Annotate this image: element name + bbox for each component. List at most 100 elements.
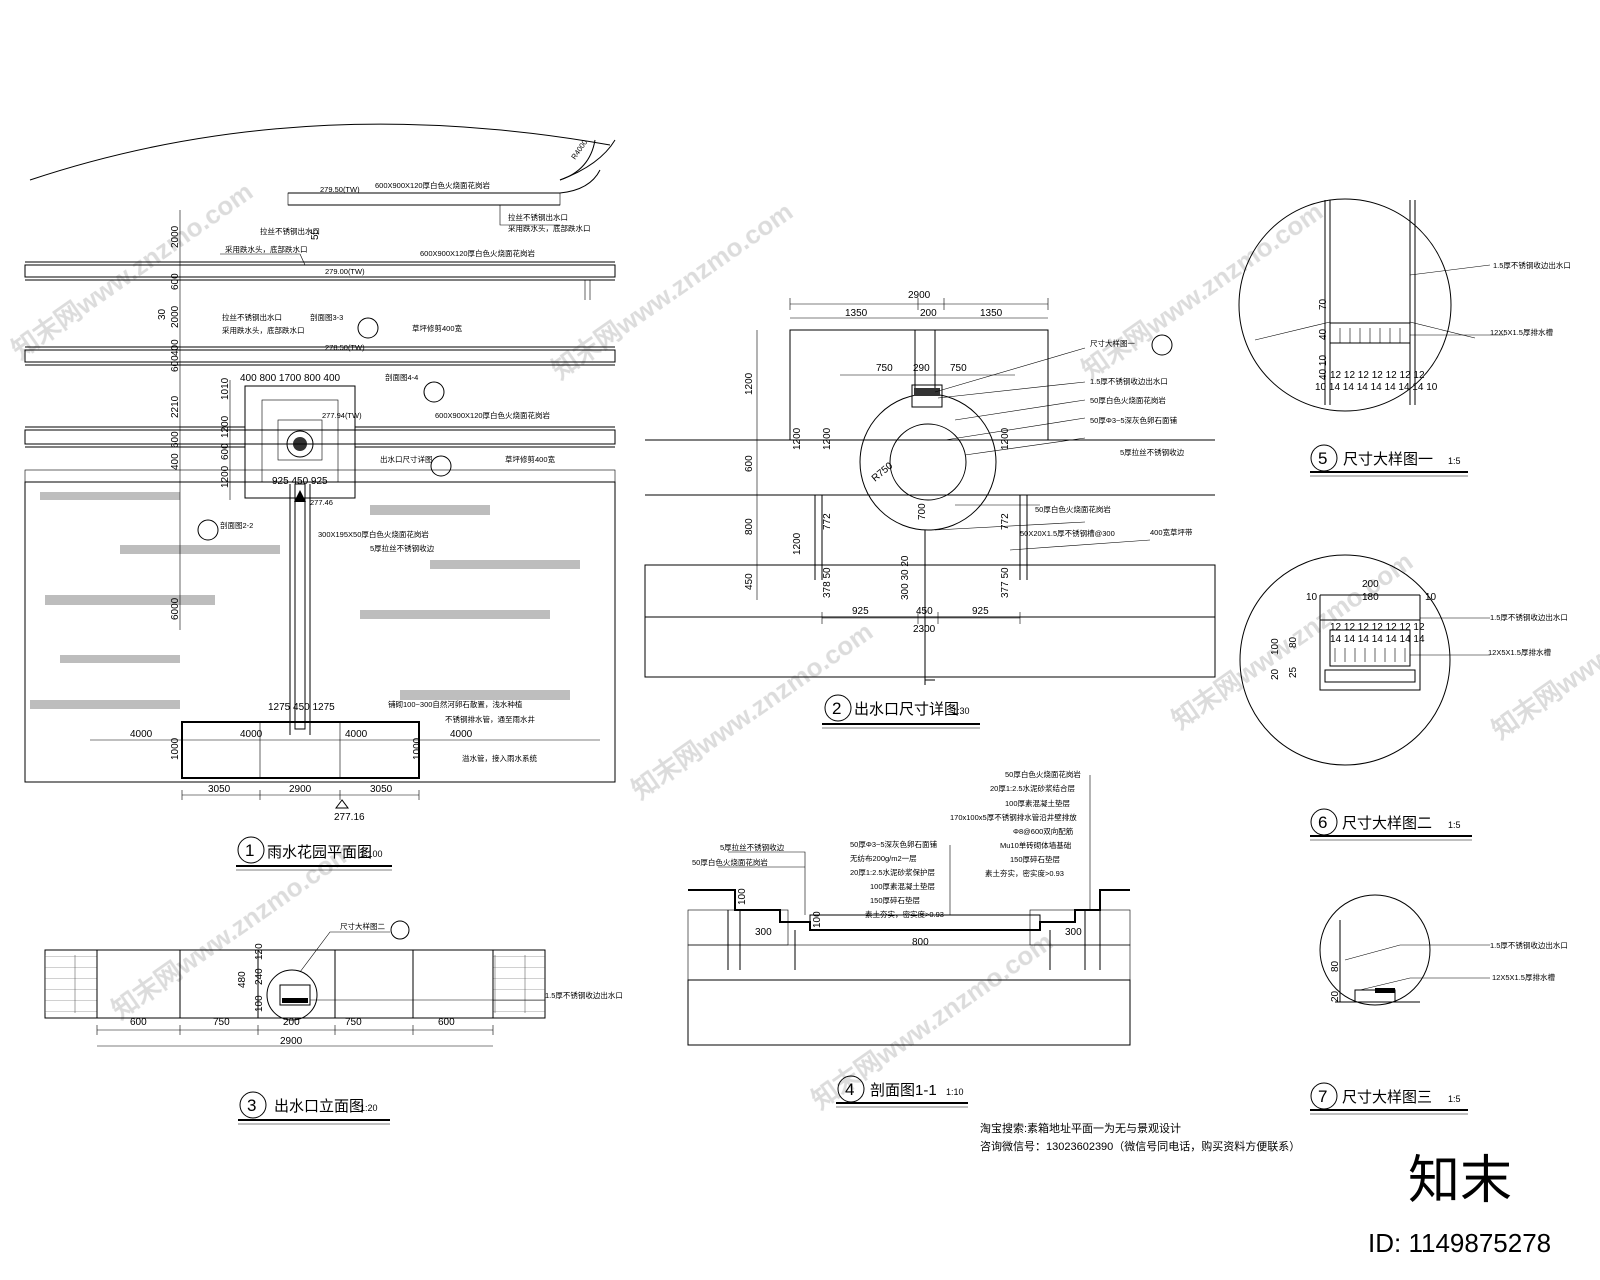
dim-label: 4000	[345, 729, 368, 740]
section-note: 20厚1:2.5水泥砂浆结合层	[990, 783, 1076, 793]
dim-label: 2000	[170, 225, 181, 248]
drawing-title: 尺寸大样图三	[1342, 1089, 1432, 1106]
drawing-scale: 1:20	[360, 1103, 378, 1113]
detail-note: 12X5X1.5厚排水槽	[1488, 647, 1551, 657]
drawing-scale: 1:5	[1448, 820, 1461, 830]
section-note: 150厚碎石垫层	[870, 895, 921, 905]
section-drawing: 100 300 100 800 300 5厚拉丝不锈钢收边 50厚白色火烧面花岗…	[687, 769, 1131, 1046]
detail-note: 尺寸大样图二	[340, 921, 385, 931]
outlet-detail-drawing: 2900 1350 200 1350 750 290 750 R750 700 …	[644, 290, 1216, 685]
dim-label: 200	[283, 1017, 300, 1028]
note-outlet: 拉丝不锈钢出水口	[508, 212, 568, 222]
elev-label: 279.50(TW)	[320, 185, 360, 194]
section-label: 剖面图3-3	[310, 312, 343, 322]
dim-label: 1000	[412, 737, 423, 760]
drawing-title: 尺寸大样图一	[1343, 451, 1433, 468]
dim-label: 10	[1425, 592, 1437, 603]
title-d4: 4 剖面图1-1 1:10	[836, 1075, 968, 1108]
radius-label: R4000	[569, 138, 589, 161]
drain-channel	[294, 483, 306, 730]
detail-note: 1.5厚不锈钢收边出水口	[1490, 940, 1568, 950]
dim-label: 10	[1306, 592, 1318, 603]
title-number: 1	[245, 841, 254, 860]
detail-note: 50厚Φ3~5深灰色卵石面铺	[1090, 415, 1178, 425]
dim-label: 700	[917, 503, 928, 520]
dim-label: 1200	[220, 415, 231, 438]
dim-label: 1200	[822, 427, 833, 450]
dim-label: 12 12 12 12 12 12 12	[1330, 370, 1425, 381]
drawing-scale: 1:10	[946, 1087, 964, 1097]
elev-label: 279.00(TW)	[325, 267, 365, 276]
detail-note: 尺寸大样图一	[1090, 338, 1135, 348]
dim-label: 1000	[170, 737, 181, 760]
dim-label: 6000	[170, 597, 181, 620]
dim-label: 4000	[240, 729, 263, 740]
dim-label: 2000	[170, 305, 181, 328]
detail6-drawing: 200 180 10 10 12 12 12 12 12 12 12 14 14…	[1239, 554, 1568, 766]
dim-label: 800	[912, 937, 929, 948]
dim-label: 800	[744, 518, 755, 535]
dim-label: 14 14 14 14 14 14 14	[1330, 634, 1425, 645]
dim-label: 378 50	[822, 567, 833, 598]
note-outlet: 采用跌水头，底部跌水口	[508, 223, 591, 233]
section-note: 20厚1:2.5水泥砂浆保护层	[850, 867, 936, 877]
dim-label: 12 12 12 12 12 12 12	[1330, 622, 1425, 633]
dim-label: 450	[916, 606, 933, 617]
dim-label: 925	[972, 606, 989, 617]
detail-note: 12X5X1.5厚排水槽	[1492, 972, 1555, 982]
title-d5: 5 尺寸大样图一 1:5	[1310, 444, 1468, 477]
section-note: 素土夯实，密实度>0.93	[865, 909, 944, 919]
dim-label: 2900	[280, 1036, 303, 1047]
dim-label: 40	[1318, 328, 1329, 340]
detail-note: 50厚白色火烧面花岗岩	[1035, 504, 1111, 514]
note-pond: 不锈钢排水管，通至雨水井	[445, 714, 535, 724]
detail-note: 1.5厚不锈钢收边出水口	[1090, 376, 1168, 386]
dim-label: 925	[852, 606, 869, 617]
dim-label: 20	[1270, 668, 1281, 680]
dim-label: 300	[1065, 927, 1082, 938]
terrace-step	[24, 264, 616, 278]
title-number: 7	[1318, 1087, 1327, 1106]
dim-label: 750	[345, 1017, 362, 1028]
dim-label: 300 30 20	[900, 555, 911, 600]
detail-note: 12X5X1.5厚排水槽	[1490, 327, 1553, 337]
dim-label: 10 14 14 14 14 14 14 14 10	[1315, 382, 1438, 393]
terrace-step	[24, 429, 616, 445]
detail-note: 50X20X1.5厚不锈钢槽@300	[1020, 528, 1115, 538]
section-note: 50厚白色火烧面花岗岩	[692, 857, 768, 867]
note-channel: 300X195X50厚白色火烧面花岗岩	[318, 529, 429, 539]
section-note: 150厚碎石垫层	[1010, 854, 1061, 864]
footer-note: 咨询微信号：13023602390（微信号同电话，购买资料方便联系）	[980, 1139, 1300, 1153]
dim-label: 2900	[908, 290, 931, 301]
brand-id: ID: 1149875278	[1368, 1228, 1551, 1258]
dim-label: 4000	[130, 729, 153, 740]
dim-label: 1200	[792, 532, 803, 555]
dim-label: 400 800 1700 800 400	[240, 373, 341, 384]
note-outlet: 采用跌水头，底部跌水口	[222, 325, 305, 335]
title-d1: 1 雨水花园平面图 1:100	[236, 836, 392, 871]
detail7-circle	[1319, 894, 1431, 1006]
section-note: 5厚拉丝不锈钢收边	[720, 842, 785, 852]
section-note: 50厚白色火烧面花岗岩	[1005, 769, 1081, 779]
detail5-drawing: 1.5厚不锈钢收边出水口 12X5X1.5厚排水槽 70 40 40 10 12…	[1238, 198, 1571, 412]
dim-label: 100	[812, 911, 823, 928]
note-grass: 草坪修剪400宽	[412, 323, 463, 333]
section-note: 170x100x5厚不锈钢排水管沿井壁排放	[950, 812, 1077, 822]
section-note: 100厚素混凝土垫层	[870, 881, 936, 891]
brand-logo: 知末	[1408, 1152, 1512, 1210]
detail-ref-label: 出水口尺寸详图	[380, 454, 433, 464]
dim-label: 1275 450 1275	[268, 702, 335, 713]
dim-label: 772	[1000, 513, 1011, 530]
dim-label: 600	[130, 1017, 147, 1028]
detail-marker	[1151, 334, 1173, 356]
dim-label: 750	[876, 363, 893, 374]
dim-label: 20	[1330, 990, 1341, 1002]
dim-label: 600	[220, 443, 231, 460]
title-d6: 6 尺寸大样图二 1:5	[1310, 808, 1472, 841]
section-marker	[197, 519, 219, 541]
detail7-drawing: 1.5厚不锈钢收边出水口 12X5X1.5厚排水槽 80 20	[1319, 894, 1568, 1006]
title-number: 2	[832, 699, 841, 718]
note-grass: 草坪修剪400宽	[505, 454, 556, 464]
title-number: 5	[1318, 449, 1327, 468]
dim-label: 1200	[792, 427, 803, 450]
